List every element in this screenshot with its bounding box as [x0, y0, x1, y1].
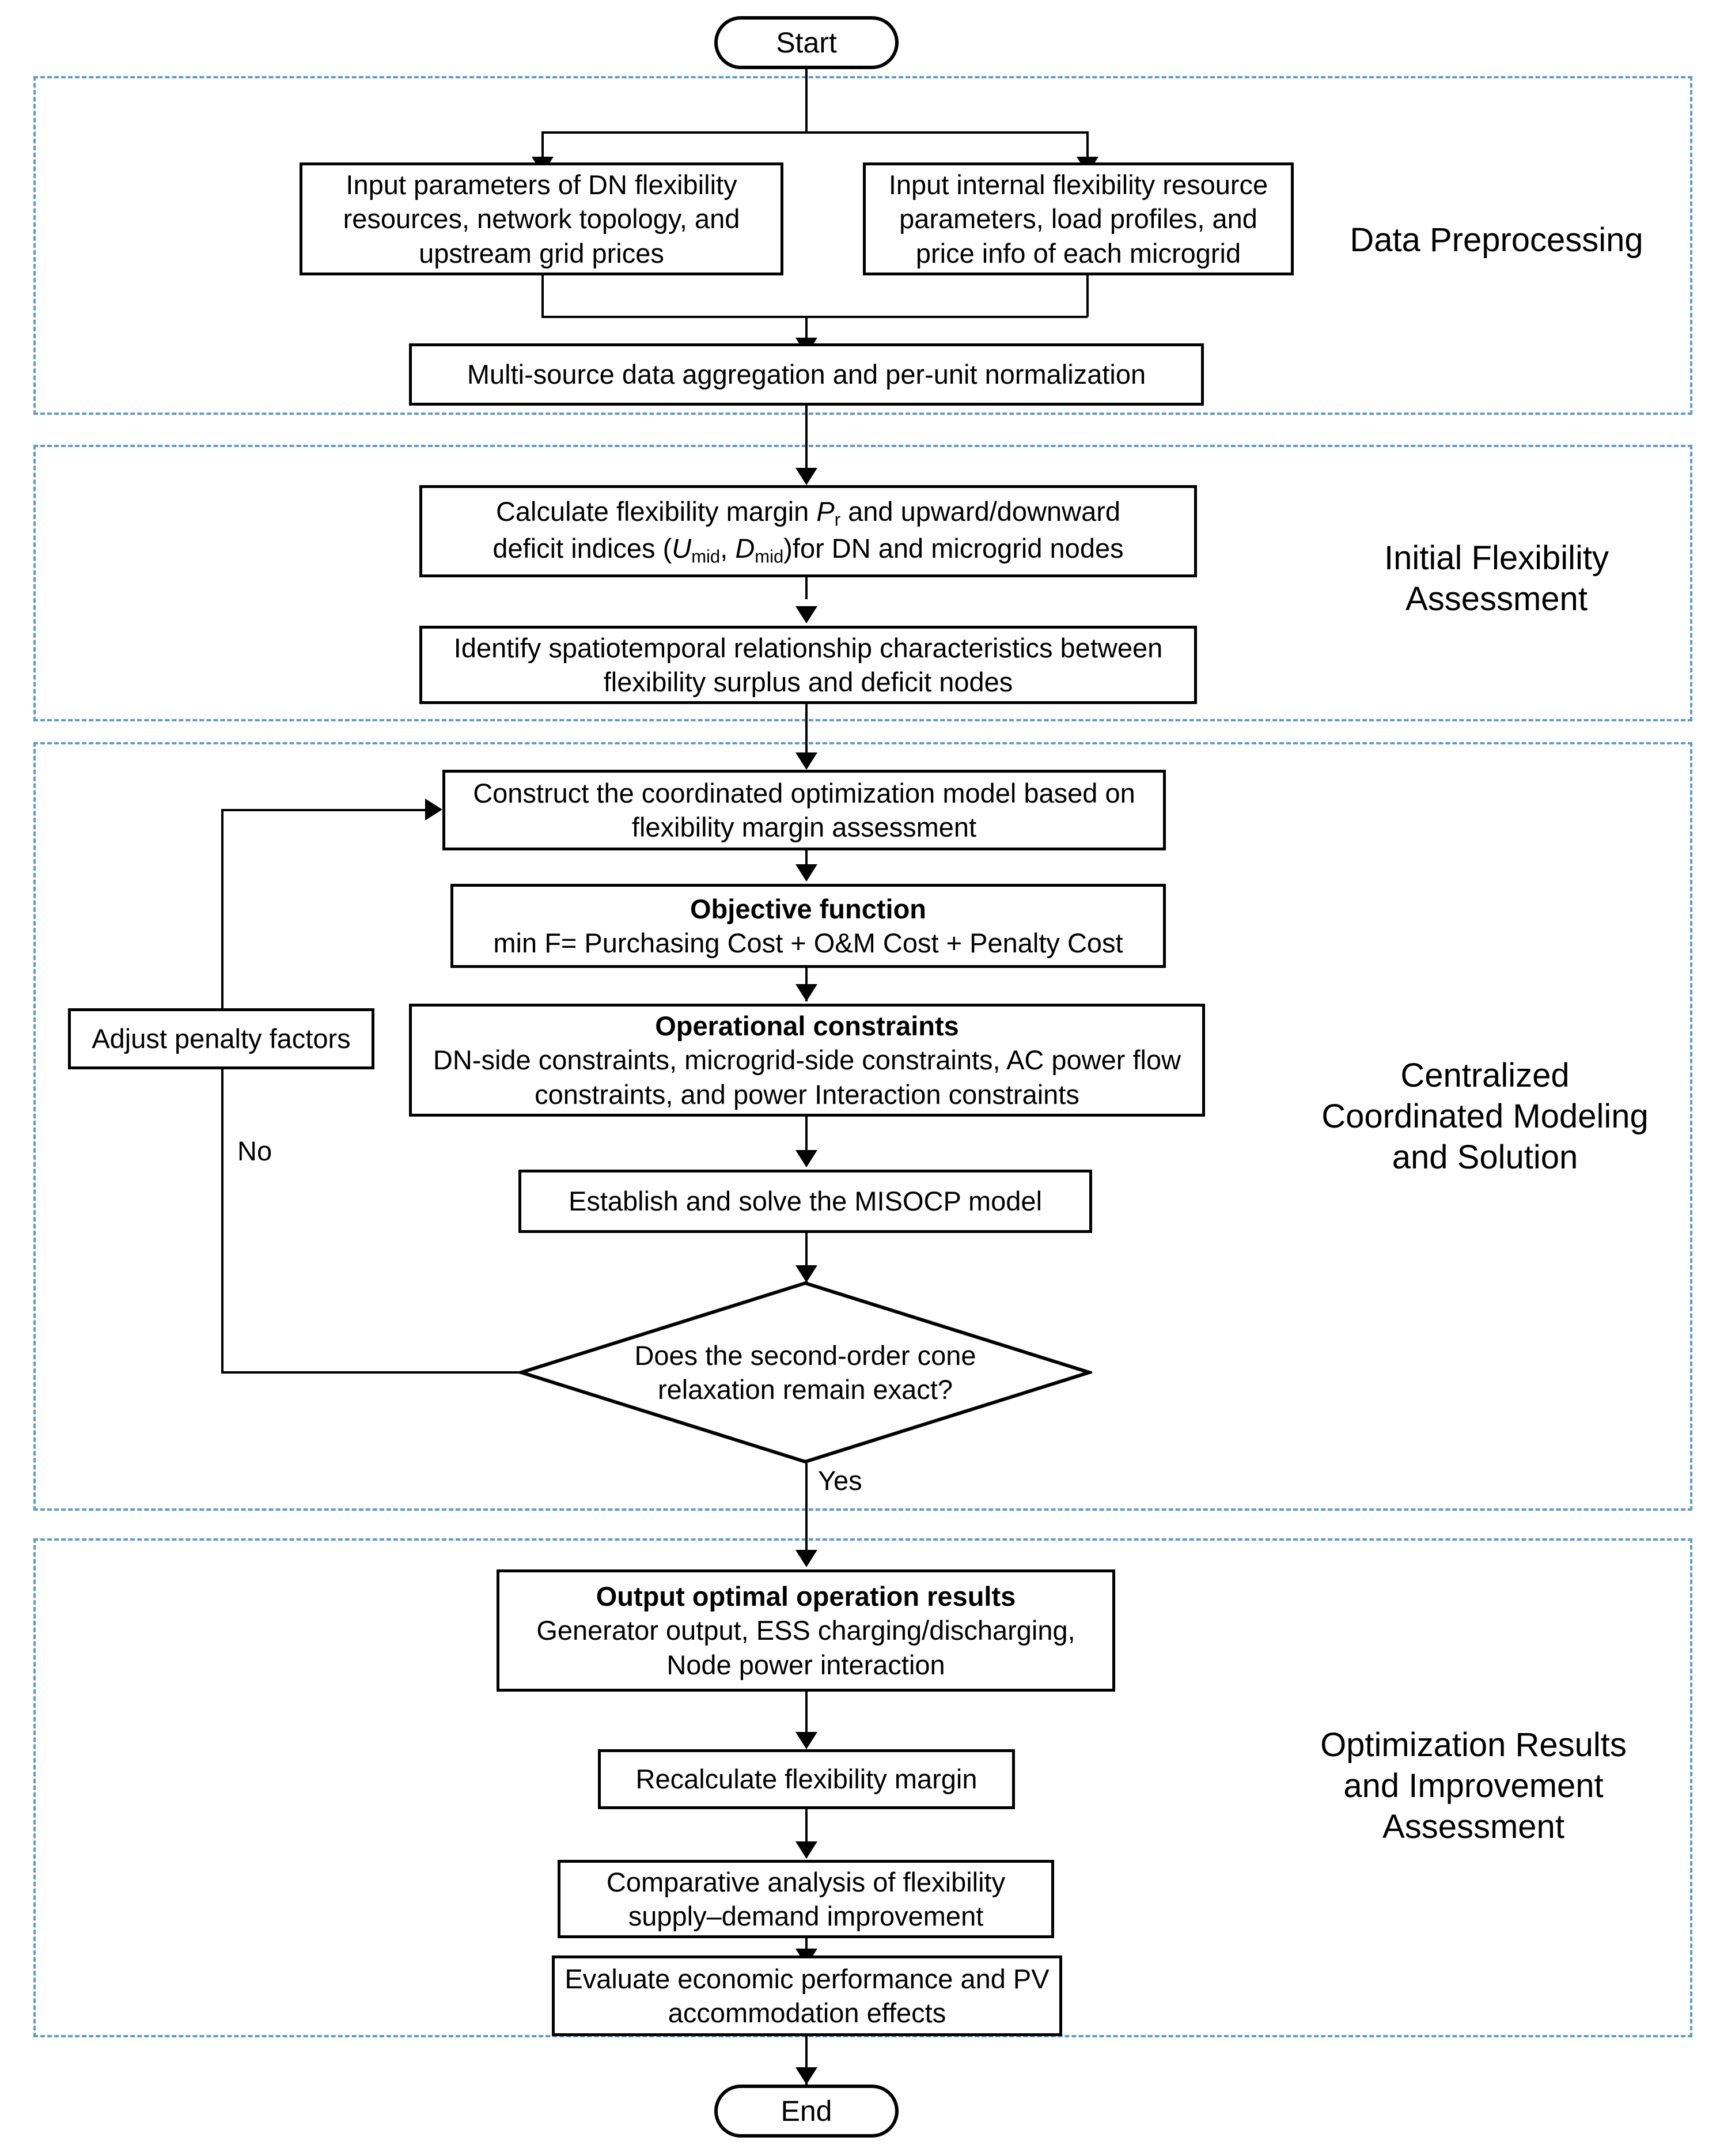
- edge-label-no: No: [237, 1136, 272, 1166]
- arrow-into-decision: [795, 1265, 817, 1283]
- node-misocp-model-label: Establish and solve the MISOCP model: [568, 1186, 1043, 1217]
- connector-identify-to-construct: [805, 704, 808, 767]
- node-output-optimal-results-title: Output optimal operation results: [596, 1581, 1016, 1612]
- start-label: Start: [776, 26, 837, 59]
- calc-line-1: Calculate flexibility margin Pr and upwa…: [495, 496, 1121, 530]
- edge-label-yes: Yes: [818, 1465, 862, 1496]
- node-input-microgrid-parameters[interactable]: Input internal flexibility resource para…: [863, 162, 1294, 275]
- connector-recalculate-to-comparative: [805, 1809, 808, 1858]
- node-misocp-model[interactable]: Establish and solve the MISOCP model: [518, 1170, 1092, 1233]
- decision-soc-relaxation-exact-label: Does the second-order cone relaxation re…: [634, 1340, 976, 1405]
- node-construct-optimization-model-label: Construct the coordinated optimization m…: [473, 777, 1135, 842]
- calc-line-2: deficit indices (Umid, Dmid)for DN and m…: [492, 533, 1124, 567]
- arrow-into-output: [795, 1550, 817, 1567]
- node-operational-constraints[interactable]: Operational constraints DN-side constrai…: [409, 1004, 1205, 1117]
- node-objective-function[interactable]: Objective function min F= Purchasing Cos…: [450, 884, 1166, 968]
- node-data-aggregation[interactable]: Multi-source data aggregation and per-un…: [409, 343, 1204, 406]
- phase-optimization-results-assessment: [33, 1538, 1692, 2037]
- node-evaluate-economic-performance-label: Evaluate economic performance and PV acc…: [565, 1963, 1050, 2028]
- node-construct-optimization-model[interactable]: Construct the coordinated optimization m…: [442, 770, 1166, 850]
- node-operational-constraints-title: Operational constraints: [655, 1011, 959, 1042]
- arrow-into-construct: [795, 752, 817, 770]
- connector-output-to-recalculate: [805, 1692, 808, 1747]
- node-data-aggregation-label: Multi-source data aggregation and per-un…: [467, 359, 1146, 390]
- node-objective-function-body: min F= Purchasing Cost + O&M Cost + Pena…: [493, 928, 1123, 958]
- connector-start-split-bus: [541, 131, 1088, 134]
- phase-label-data-preprocessing: Data Preprocessing: [1350, 221, 1643, 259]
- arrow-into-calculate-margin: [795, 468, 817, 485]
- connector-start-to-input-dn: [541, 131, 544, 164]
- connector-input-dn-down: [541, 275, 544, 317]
- node-evaluate-economic-performance[interactable]: Evaluate economic performance and PV acc…: [552, 1955, 1062, 2036]
- connector-misocp-to-decision: [805, 1233, 808, 1285]
- connector-yes-branch-down: [805, 1462, 808, 1565]
- node-adjust-penalty-factors[interactable]: Adjust penalty factors: [68, 1008, 374, 1069]
- node-calculate-flexibility-margin[interactable]: Calculate flexibility margin Pr and upwa…: [419, 485, 1197, 577]
- node-objective-function-title: Objective function: [690, 893, 926, 924]
- end-label: End: [781, 2094, 832, 2127]
- arrow-into-comparative: [795, 1841, 817, 1859]
- connector-no-branch-into-construct: [221, 809, 425, 811]
- connector-aggregation-down: [805, 406, 808, 479]
- node-input-microgrid-parameters-label: Input internal flexibility resource para…: [888, 169, 1268, 268]
- node-operational-constraints-body: DN-side constraints, microgrid-side cons…: [433, 1045, 1181, 1110]
- connector-input-mg-down: [1086, 275, 1089, 317]
- arrow-into-misocp: [795, 1150, 817, 1167]
- phase-label-centralized-coordinated-modeling: Centralized Coordinated Modeling and Sol…: [1321, 1057, 1649, 1176]
- node-output-optimal-results-body: Generator output, ESS charging/dischargi…: [536, 1615, 1075, 1680]
- phase-centralized-coordinated-modeling: [33, 742, 1692, 1511]
- end-terminal[interactable]: End: [714, 2085, 899, 2138]
- node-calculate-flexibility-margin-label: Calculate flexibility margin Pr and upwa…: [430, 494, 1186, 568]
- connector-no-branch-left: [221, 1371, 521, 1374]
- arrow-into-recalculate: [795, 1732, 817, 1749]
- node-recalculate-flexibility-margin[interactable]: Recalculate flexibility margin: [598, 1749, 1015, 1809]
- node-recalculate-flexibility-margin-label: Recalculate flexibility margin: [635, 1764, 978, 1795]
- node-input-dn-parameters-label: Input parameters of DN flexibility resou…: [343, 169, 740, 268]
- start-terminal[interactable]: Start: [714, 16, 899, 69]
- connector-no-branch-up: [221, 809, 223, 1372]
- connector-start-to-input-mg: [1086, 131, 1089, 164]
- node-identify-spatiotemporal[interactable]: Identify spatiotemporal relationship cha…: [419, 626, 1197, 704]
- phase-label-initial-flexibility-assessment: Initial Flexibility Assessment: [1384, 539, 1609, 618]
- connector-constraints-to-misocp: [805, 1117, 808, 1166]
- arrow-into-construct-from-no: [425, 799, 442, 820]
- connector-merge-bus: [541, 316, 1088, 318]
- connector-calc-to-identify: [805, 577, 808, 599]
- node-comparative-analysis-label: Comparative analysis of flexibility supp…: [606, 1866, 1006, 1931]
- phase-data-preprocessing: [33, 76, 1692, 415]
- node-output-optimal-results[interactable]: Output optimal operation results Generat…: [497, 1569, 1115, 1692]
- arrow-into-end: [795, 2067, 817, 2085]
- node-adjust-penalty-factors-label: Adjust penalty factors: [92, 1023, 351, 1054]
- decision-soc-relaxation-exact[interactable]: Does the second-order cone relaxation re…: [518, 1280, 1092, 1465]
- arrow-into-identify: [795, 606, 817, 623]
- arrow-into-constraints: [795, 984, 817, 1001]
- node-comparative-analysis[interactable]: Comparative analysis of flexibility supp…: [558, 1860, 1054, 1938]
- connector-merge-to-aggregation: [805, 316, 808, 345]
- node-input-dn-parameters[interactable]: Input parameters of DN flexibility resou…: [300, 162, 783, 275]
- phase-label-optimization-results-assessment: Optimization Results and Improvement Ass…: [1320, 1726, 1627, 1845]
- node-identify-spatiotemporal-label: Identify spatiotemporal relationship cha…: [453, 632, 1163, 697]
- phase-initial-flexibility-assessment: [33, 445, 1692, 721]
- connector-start-down: [805, 69, 808, 133]
- arrow-into-objective: [795, 864, 817, 882]
